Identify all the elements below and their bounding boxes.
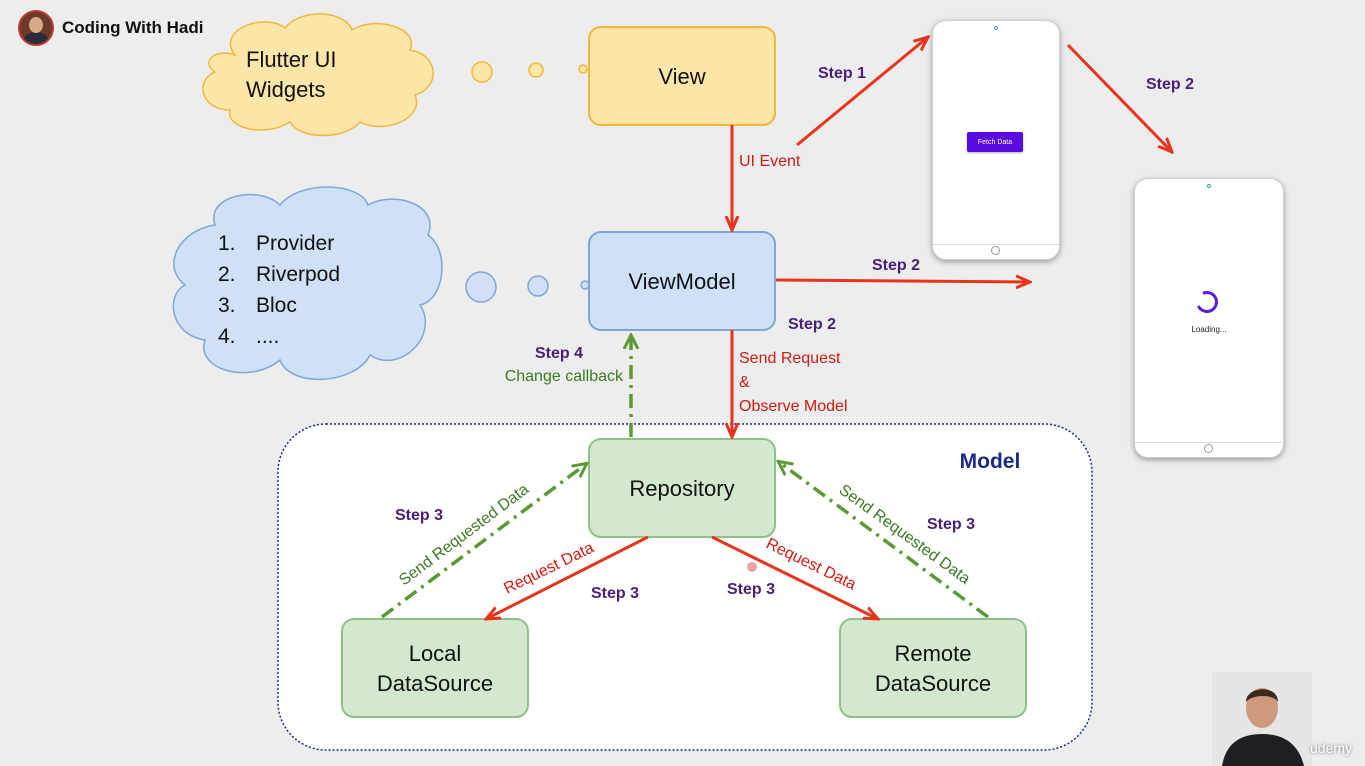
- phone-nav-bar: [1135, 442, 1283, 443]
- arrow-repo-to-local: [486, 535, 649, 619]
- arrow-repo-to-remote: [711, 535, 878, 619]
- cloud-flutter-line2: Widgets: [246, 77, 325, 102]
- arrow-phone-to-loading: [1066, 43, 1172, 152]
- local-datasource-node: [341, 618, 529, 718]
- thought-bubble-large: [465, 271, 497, 303]
- cloud-flutter-line1: Flutter UI: [246, 47, 336, 72]
- arrow-viewmodel-to-loading: [775, 280, 1030, 282]
- viewmodel-node-label: ViewModel: [628, 269, 735, 294]
- arrow-event-to-phone: [796, 37, 928, 147]
- channel-name: Coding With Hadi: [62, 18, 204, 37]
- state-num-3: 3.: [218, 294, 236, 317]
- label-observe-model: Observe Model: [739, 398, 848, 415]
- thought-bubble-small: [580, 280, 590, 290]
- label-step2-phones: Step 2: [1146, 76, 1194, 93]
- state-item-2: Riverpod: [256, 263, 340, 286]
- cloud-flutter-widgets: Flutter UI Widgets: [202, 13, 588, 137]
- cloud-state-management: [172, 186, 590, 380]
- local-datasource-line2: DataSource: [377, 671, 493, 696]
- phone-loading-screen: Loading...: [1134, 178, 1284, 458]
- remote-datasource-node: [839, 618, 1027, 718]
- state-num-2: 2.: [218, 263, 236, 286]
- remote-datasource-line1: Remote: [894, 641, 971, 666]
- repository-node: [588, 438, 776, 538]
- udemy-watermark: udemy: [1310, 740, 1353, 756]
- label-step3-left: Step 3: [395, 507, 443, 524]
- phone-nav-bar: [933, 244, 1059, 245]
- state-num-1: 1.: [218, 232, 236, 255]
- cursor-dot: [747, 562, 757, 572]
- state-item-4: ....: [256, 325, 279, 348]
- label-amp: &: [739, 374, 750, 391]
- viewmodel-node: [588, 231, 776, 331]
- arrow-remote-to-repo: [779, 462, 990, 619]
- state-item-1: Provider: [256, 232, 334, 255]
- phone-camera-icon: [1207, 184, 1211, 188]
- view-node-label: View: [658, 64, 705, 89]
- thought-bubble-medium: [527, 275, 549, 297]
- channel-badge: Coding With Hadi: [18, 10, 204, 46]
- remote-datasource-line2: DataSource: [875, 671, 991, 696]
- local-datasource-line1: Local: [409, 641, 462, 666]
- presenter-webcam: [1212, 672, 1312, 766]
- state-item-3: Bloc: [256, 294, 297, 317]
- label-step2-vm-right: Step 2: [872, 257, 920, 274]
- phone-fetch-screen: Fetch Data: [932, 20, 1060, 260]
- label-step4: Step 4: [535, 345, 583, 362]
- thought-bubble-large: [471, 61, 493, 83]
- fetch-data-button[interactable]: Fetch Data: [967, 132, 1023, 152]
- label-ui-event: UI Event: [739, 153, 801, 170]
- model-title: Model: [960, 450, 1021, 473]
- home-button-icon[interactable]: [1204, 444, 1213, 453]
- label-step1: Step 1: [818, 65, 866, 82]
- label-step2-vm-below: Step 2: [788, 316, 836, 333]
- thought-bubble-medium: [528, 62, 544, 78]
- state-num-4: 4.: [218, 325, 236, 348]
- loading-spinner-icon: [1192, 287, 1222, 317]
- view-node: [588, 26, 776, 126]
- state-list: 1. Provider 2. Riverpod 3. Bloc 4. ....: [218, 232, 340, 348]
- avatar: [18, 10, 54, 46]
- label-step3-right: Step 3: [927, 516, 975, 533]
- label-send-request: Send Request: [739, 350, 841, 367]
- phone-camera-icon: [994, 26, 998, 30]
- home-button-icon[interactable]: [991, 246, 1000, 255]
- label-step3-center-left: Step 3: [591, 585, 639, 602]
- repository-node-label: Repository: [629, 476, 734, 501]
- label-change-callback: Change callback: [505, 368, 624, 385]
- loading-text: Loading...: [1191, 325, 1227, 334]
- arrow-local-to-repo: [380, 464, 586, 619]
- label-step3-center-right: Step 3: [727, 581, 775, 598]
- thought-bubble-small: [578, 64, 588, 74]
